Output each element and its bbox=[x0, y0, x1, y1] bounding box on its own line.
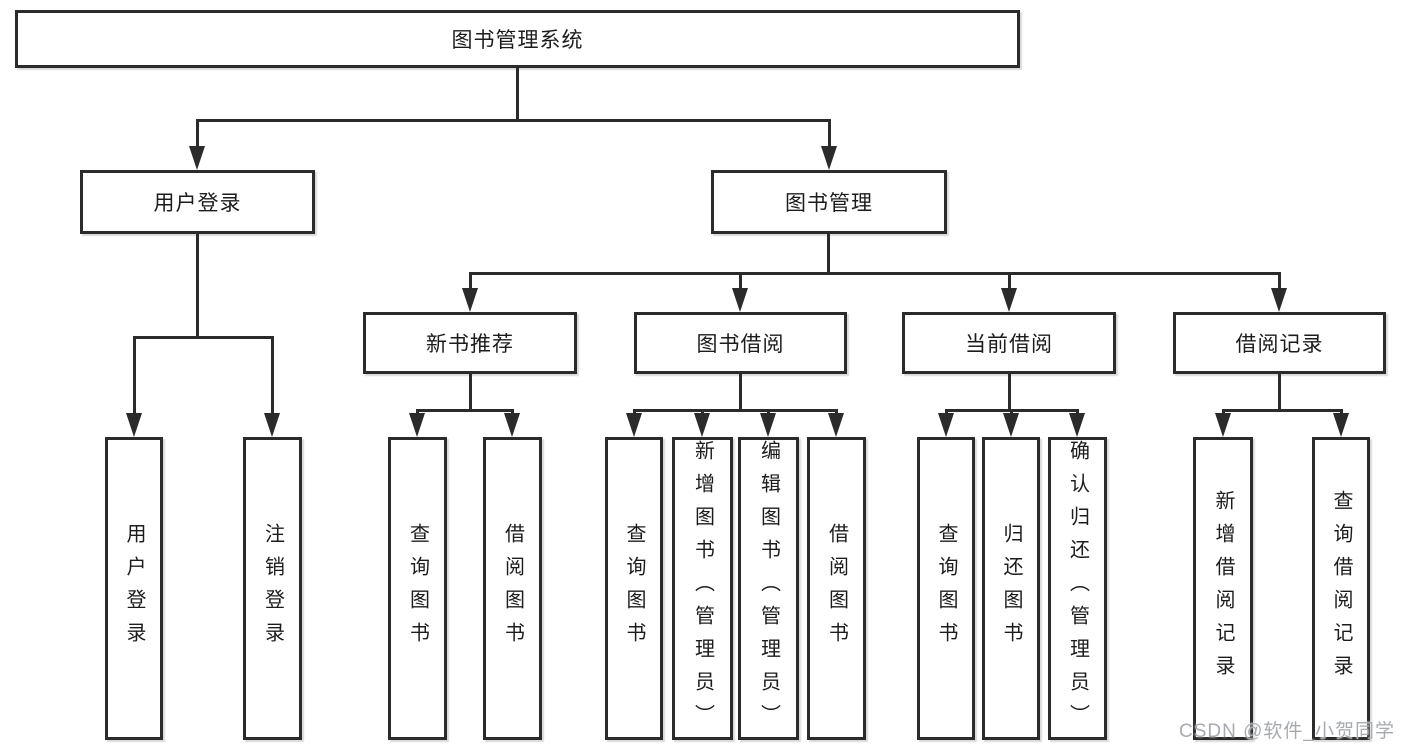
leaf-return-books: 归还图书 bbox=[982, 437, 1040, 740]
node-new-book-recommend: 新书推荐 bbox=[363, 312, 577, 374]
node-label: 查询借阅记录 bbox=[1330, 489, 1352, 688]
connector-line bbox=[196, 119, 831, 122]
connector-line bbox=[469, 272, 1281, 275]
node-label: 新增借阅记录 bbox=[1212, 489, 1234, 688]
connector-line bbox=[633, 409, 838, 412]
leaf-borrow-books-recommend: 借阅图书 bbox=[483, 437, 542, 740]
node-book-borrowing: 图书借阅 bbox=[634, 312, 847, 374]
node-current-borrowing: 当前借阅 bbox=[902, 312, 1116, 374]
connector-line bbox=[1278, 374, 1281, 412]
node-label: 归还图书 bbox=[1000, 522, 1022, 655]
connector-stem bbox=[133, 336, 136, 417]
leaf-confirm-return-admin: 确认归还（管理员） bbox=[1048, 437, 1107, 740]
node-label: 查询图书 bbox=[406, 522, 429, 655]
node-label: 图书借阅 bbox=[696, 333, 785, 356]
node-label: 用户登录 bbox=[123, 522, 145, 655]
connector-line bbox=[196, 234, 199, 339]
arrow-down-icon bbox=[462, 288, 478, 312]
connector-stem bbox=[1278, 272, 1281, 292]
node-book-management: 图书管理 bbox=[711, 170, 947, 234]
arrow-down-icon bbox=[1271, 288, 1287, 312]
connector-line bbox=[827, 234, 830, 275]
connector-line bbox=[133, 336, 274, 339]
arrow-down-icon bbox=[504, 413, 520, 437]
leaf-query-books-recommend: 查询图书 bbox=[388, 437, 447, 740]
node-label: 用户登录 bbox=[153, 192, 242, 215]
node-label: 借阅图书 bbox=[501, 522, 524, 655]
node-label: 当前借阅 bbox=[965, 333, 1053, 356]
leaf-borrow-books: 借阅图书 bbox=[807, 437, 866, 740]
connector-line bbox=[416, 409, 514, 412]
node-label: 借阅记录 bbox=[1235, 333, 1324, 356]
connector-line bbox=[739, 374, 742, 412]
arrow-down-icon bbox=[1333, 413, 1349, 437]
arrow-down-icon bbox=[189, 146, 205, 170]
node-label: 借阅图书 bbox=[825, 522, 848, 655]
connector-line bbox=[1008, 374, 1011, 412]
node-label: 图书管理系统 bbox=[451, 29, 584, 52]
connector-stem bbox=[469, 272, 472, 292]
arrow-down-icon bbox=[1069, 413, 1085, 437]
arrow-down-icon bbox=[626, 413, 642, 437]
node-root-system: 图书管理系统 bbox=[15, 10, 1020, 68]
arrow-down-icon bbox=[828, 413, 844, 437]
node-user-login-group: 用户登录 bbox=[80, 170, 315, 234]
arrow-down-icon bbox=[732, 288, 748, 312]
leaf-logout: 注销登录 bbox=[243, 437, 302, 740]
node-label: 编辑图书（管理员） bbox=[757, 440, 780, 737]
arrow-down-icon bbox=[938, 413, 954, 437]
node-label: 图书管理 bbox=[785, 192, 873, 215]
watermark: CSDN @软件_小贺同学 bbox=[1179, 721, 1395, 742]
node-label: 查询图书 bbox=[935, 522, 957, 655]
connector-stem bbox=[1008, 272, 1011, 292]
leaf-query-books-current: 查询图书 bbox=[917, 437, 975, 740]
arrow-down-icon bbox=[760, 413, 776, 437]
connector-line bbox=[516, 68, 519, 122]
arrow-down-icon bbox=[1003, 413, 1019, 437]
arrow-down-icon bbox=[821, 146, 837, 170]
connector-stem bbox=[271, 336, 274, 417]
leaf-user-login: 用户登录 bbox=[105, 437, 163, 740]
node-borrowing-records: 借阅记录 bbox=[1173, 312, 1386, 374]
arrow-down-icon bbox=[1215, 413, 1231, 437]
arrow-down-icon bbox=[1001, 288, 1017, 312]
leaf-edit-books-admin: 编辑图书（管理员） bbox=[738, 437, 799, 740]
node-label: 注销登录 bbox=[261, 522, 284, 655]
connector-line bbox=[469, 374, 472, 412]
node-label: 查询图书 bbox=[623, 522, 645, 655]
leaf-add-books-admin: 新增图书（管理员） bbox=[672, 437, 733, 740]
arrow-down-icon bbox=[126, 413, 142, 437]
connector-line bbox=[1222, 409, 1343, 412]
arrow-down-icon bbox=[694, 413, 710, 437]
node-label: 新书推荐 bbox=[426, 333, 514, 356]
arrow-down-icon bbox=[264, 413, 280, 437]
leaf-query-borrow-record: 查询借阅记录 bbox=[1312, 437, 1370, 740]
connector-stem bbox=[196, 119, 199, 150]
leaf-add-borrow-record: 新增借阅记录 bbox=[1193, 437, 1253, 740]
connector-stem bbox=[828, 119, 831, 150]
node-label: 新增图书（管理员） bbox=[691, 440, 714, 737]
connector-stem bbox=[739, 272, 742, 292]
node-label: 确认归还（管理员） bbox=[1066, 440, 1089, 737]
leaf-query-books-borrowing: 查询图书 bbox=[605, 437, 663, 740]
arrow-down-icon bbox=[409, 413, 425, 437]
